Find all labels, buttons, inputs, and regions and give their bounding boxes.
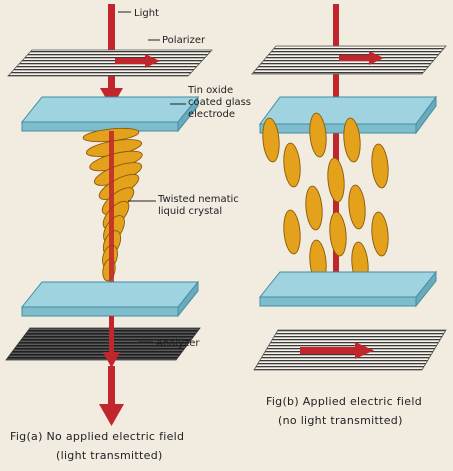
glass-electrode-a-top [20,95,200,133]
aligned-crystals-b [262,112,389,287]
light-arrow-a-bottom [99,404,124,426]
leader-lines [118,11,186,343]
polarization-arrowhead-a [145,54,160,68]
label-light: Light [134,8,159,19]
caption-b-line1: Fig(b) Applied electric field [266,395,422,408]
polarization-arrowhead-b [369,51,384,65]
light-beam-a-lower [109,316,114,356]
label-electrode-3: electrode [188,109,235,120]
light-beam-b [333,4,339,304]
label-crystal-2: liquid crystal [158,206,222,217]
polarization-arrow-b [339,55,369,61]
light-beam-a-top [108,4,115,88]
label-analyzer: Analyzer [156,338,200,349]
glass-electrode-b-top [259,95,437,135]
glass-electrode-b-bottom [258,270,438,308]
caption-a-line2: (light transmitted) [56,449,163,462]
fig-b [251,4,447,371]
polarizer-a [7,49,213,77]
light-arrow-a-analyzer [103,352,120,368]
polarization-arrow-a [115,58,145,64]
label-electrode-1: Tin oxide [187,85,233,96]
label-polarizer: Polarizer [162,35,206,46]
glass-electrode-a-bottom [20,280,200,318]
label-crystal-1: Twisted nematic [157,194,239,205]
caption-b-line2: (no light transmitted) [278,414,403,427]
polarization-arrow-b-analyzer [300,347,355,354]
polarization-arrowhead-b-analyzer [355,342,374,359]
label-electrode-2: coated glass [188,97,251,108]
light-beam-a-bottom [108,366,115,406]
caption-a-line1: Fig(a) No applied electric field [10,430,184,443]
fig-a [5,4,213,426]
light-beam-a-mid [109,131,114,291]
analyzer-a [5,327,201,361]
